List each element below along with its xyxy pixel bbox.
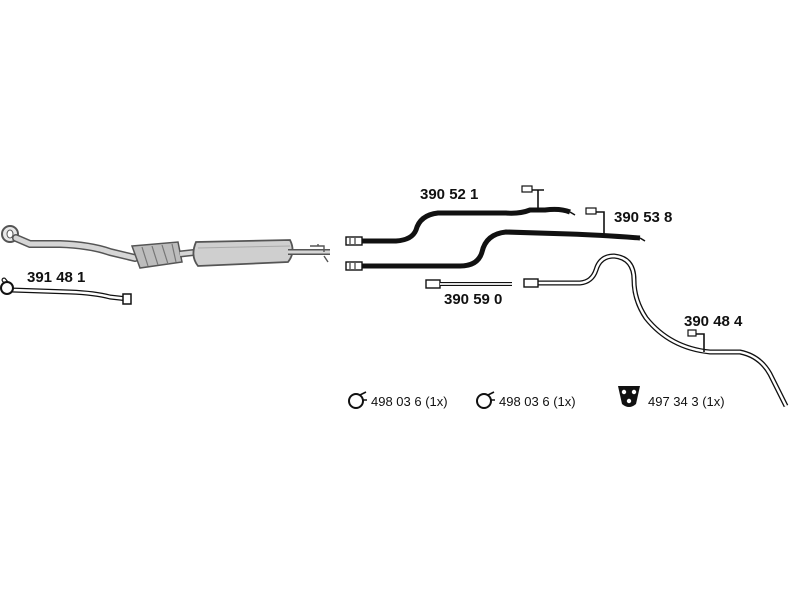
clamp-icon: [476, 391, 495, 409]
accessory-rubber-mount: 497 34 3 (1x): [618, 386, 725, 409]
part-number-390-52-1: 390 52 1: [420, 186, 478, 203]
part-number-390-48-4: 390 48 4: [684, 313, 743, 330]
front-pipe-391-48-1: [0, 277, 132, 305]
clamp-icon: [348, 391, 367, 409]
part-number-390-59-0: 390 59 0: [444, 291, 502, 308]
part-number-390-53-8: 390 53 8: [614, 209, 672, 226]
connector-pipe-390-59-0: [425, 279, 512, 289]
rubber-mount-icon: [618, 386, 640, 407]
tailpipe-390-53-8: [345, 207, 646, 271]
tailpipe-390-52-1: [345, 185, 576, 246]
front-pipe-catalytic-muffler-assembly: [1, 225, 330, 269]
accessory-clamp-1: 498 03 6 (1x): [348, 391, 448, 409]
part-number-391-48-1: 391 48 1: [27, 269, 85, 286]
accessory-label: 498 03 6 (1x): [499, 394, 576, 409]
accessory-label: 497 34 3 (1x): [648, 394, 725, 409]
accessory-clamp-2: 498 03 6 (1x): [476, 391, 576, 409]
tailpipe-390-48-4: [523, 253, 789, 408]
accessory-label: 498 03 6 (1x): [371, 394, 448, 409]
